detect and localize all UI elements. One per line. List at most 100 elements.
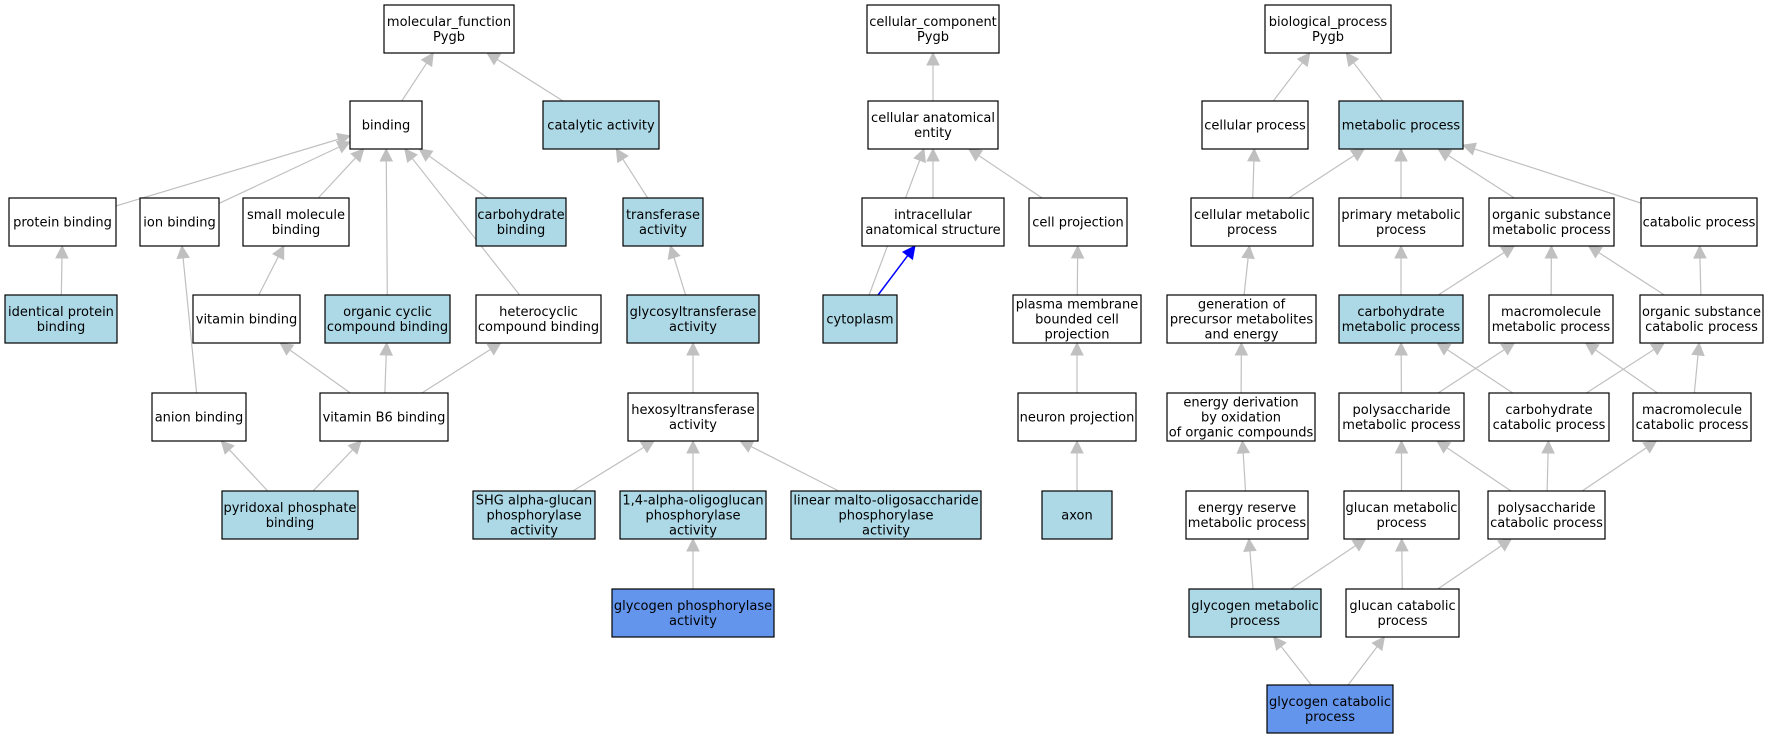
term-node-malto[interactable]: linear malto-oligosaccharidephosphorylas…	[790, 490, 982, 540]
edge-identical-to-protein_binding	[55, 244, 69, 296]
arrowhead-icon	[486, 52, 502, 66]
edge-line	[1249, 550, 1254, 590]
term-label-line: compound binding	[478, 320, 599, 335]
term-node-catabolic[interactable]: catabolic process	[1640, 197, 1758, 247]
edge-line	[1693, 354, 1699, 394]
edge-line	[1347, 646, 1378, 686]
edge-glycogen_phos-to-oligo	[686, 537, 700, 589]
term-box	[619, 490, 767, 540]
term-label-line: organic substance	[1492, 208, 1611, 223]
term-box	[866, 4, 1000, 54]
term-box	[1266, 684, 1394, 734]
term-label-line: molecular_function	[387, 15, 511, 30]
term-node-cell-process[interactable]: cellular process	[1201, 100, 1309, 150]
term-node-ion-binding[interactable]: ion binding	[139, 197, 220, 247]
arrowhead-icon	[1394, 439, 1409, 454]
term-node-oligo[interactable]: 1,4-alpha-oligoglucanphosphorylaseactivi…	[619, 490, 767, 540]
edge-glycogen_cat-to-glucan_cat	[1347, 636, 1386, 686]
edge-line	[978, 155, 1043, 199]
edge-organic_cyclic-to-binding	[379, 147, 394, 296]
term-label-line: glycogen phosphorylase	[614, 599, 772, 614]
term-node-cytoplasm[interactable]: cytoplasm	[822, 294, 898, 344]
edge-line	[877, 255, 909, 296]
term-label-line: process	[1227, 223, 1277, 238]
edge-ion_binding-to-binding	[218, 141, 352, 204]
term-node-catalytic[interactable]: catalytic activity	[542, 100, 660, 150]
edge-line	[289, 349, 351, 394]
term-label-line: glycogen metabolic	[1191, 599, 1319, 614]
term-node-anion[interactable]: anion binding	[151, 392, 247, 442]
arrowhead-icon	[1070, 244, 1085, 259]
edge-macro_met-to-org_sub_met	[1544, 244, 1559, 296]
term-node-binding[interactable]: binding	[349, 100, 423, 150]
term-box	[1338, 100, 1464, 150]
term-node-vitamin[interactable]: vitamin binding	[192, 294, 301, 344]
term-box	[626, 294, 760, 344]
edge-line	[1581, 447, 1647, 492]
term-label-line: cytoplasm	[826, 313, 893, 328]
term-label-line: phosphorylase	[645, 509, 740, 524]
edge-cell_proj-to-cae	[967, 148, 1043, 199]
arrowhead-icon	[615, 148, 629, 164]
term-box	[1190, 197, 1314, 247]
term-node-b6[interactable]: vitamin B6 binding	[319, 392, 449, 442]
edge-vitamin-to-small_mol	[258, 245, 285, 296]
term-label-line: organic substance	[1642, 305, 1761, 320]
edge-line	[1546, 452, 1549, 492]
term-node-axon[interactable]: axon	[1041, 490, 1113, 540]
edge-malto-to-hexosyl	[739, 440, 840, 492]
term-box	[1487, 490, 1606, 540]
term-box	[1488, 392, 1610, 442]
arrowhead-icon	[335, 141, 352, 154]
term-label-line: catabolic process	[1636, 418, 1749, 433]
edge-line	[182, 257, 198, 394]
edge-line	[1474, 148, 1642, 204]
term-label-line: phosphorylase	[486, 509, 581, 524]
term-node-protein-binding[interactable]: protein binding	[8, 197, 117, 247]
arrowhead-icon	[347, 440, 362, 455]
term-node-metabolic[interactable]: metabolic process	[1338, 100, 1464, 150]
arrowhead-icon	[279, 342, 295, 356]
term-node-cell-proj[interactable]: cell projection	[1028, 197, 1128, 247]
edge-heterocyclic-to-binding	[404, 148, 521, 296]
term-node-neuron-proj[interactable]: neuron projection	[1017, 392, 1137, 442]
edge-line	[673, 257, 687, 296]
edge-gen_precursor-to-cell_met	[1241, 244, 1255, 296]
term-label-line: entity	[914, 126, 952, 141]
edge-b6-to-organic_cyclic	[379, 341, 394, 394]
